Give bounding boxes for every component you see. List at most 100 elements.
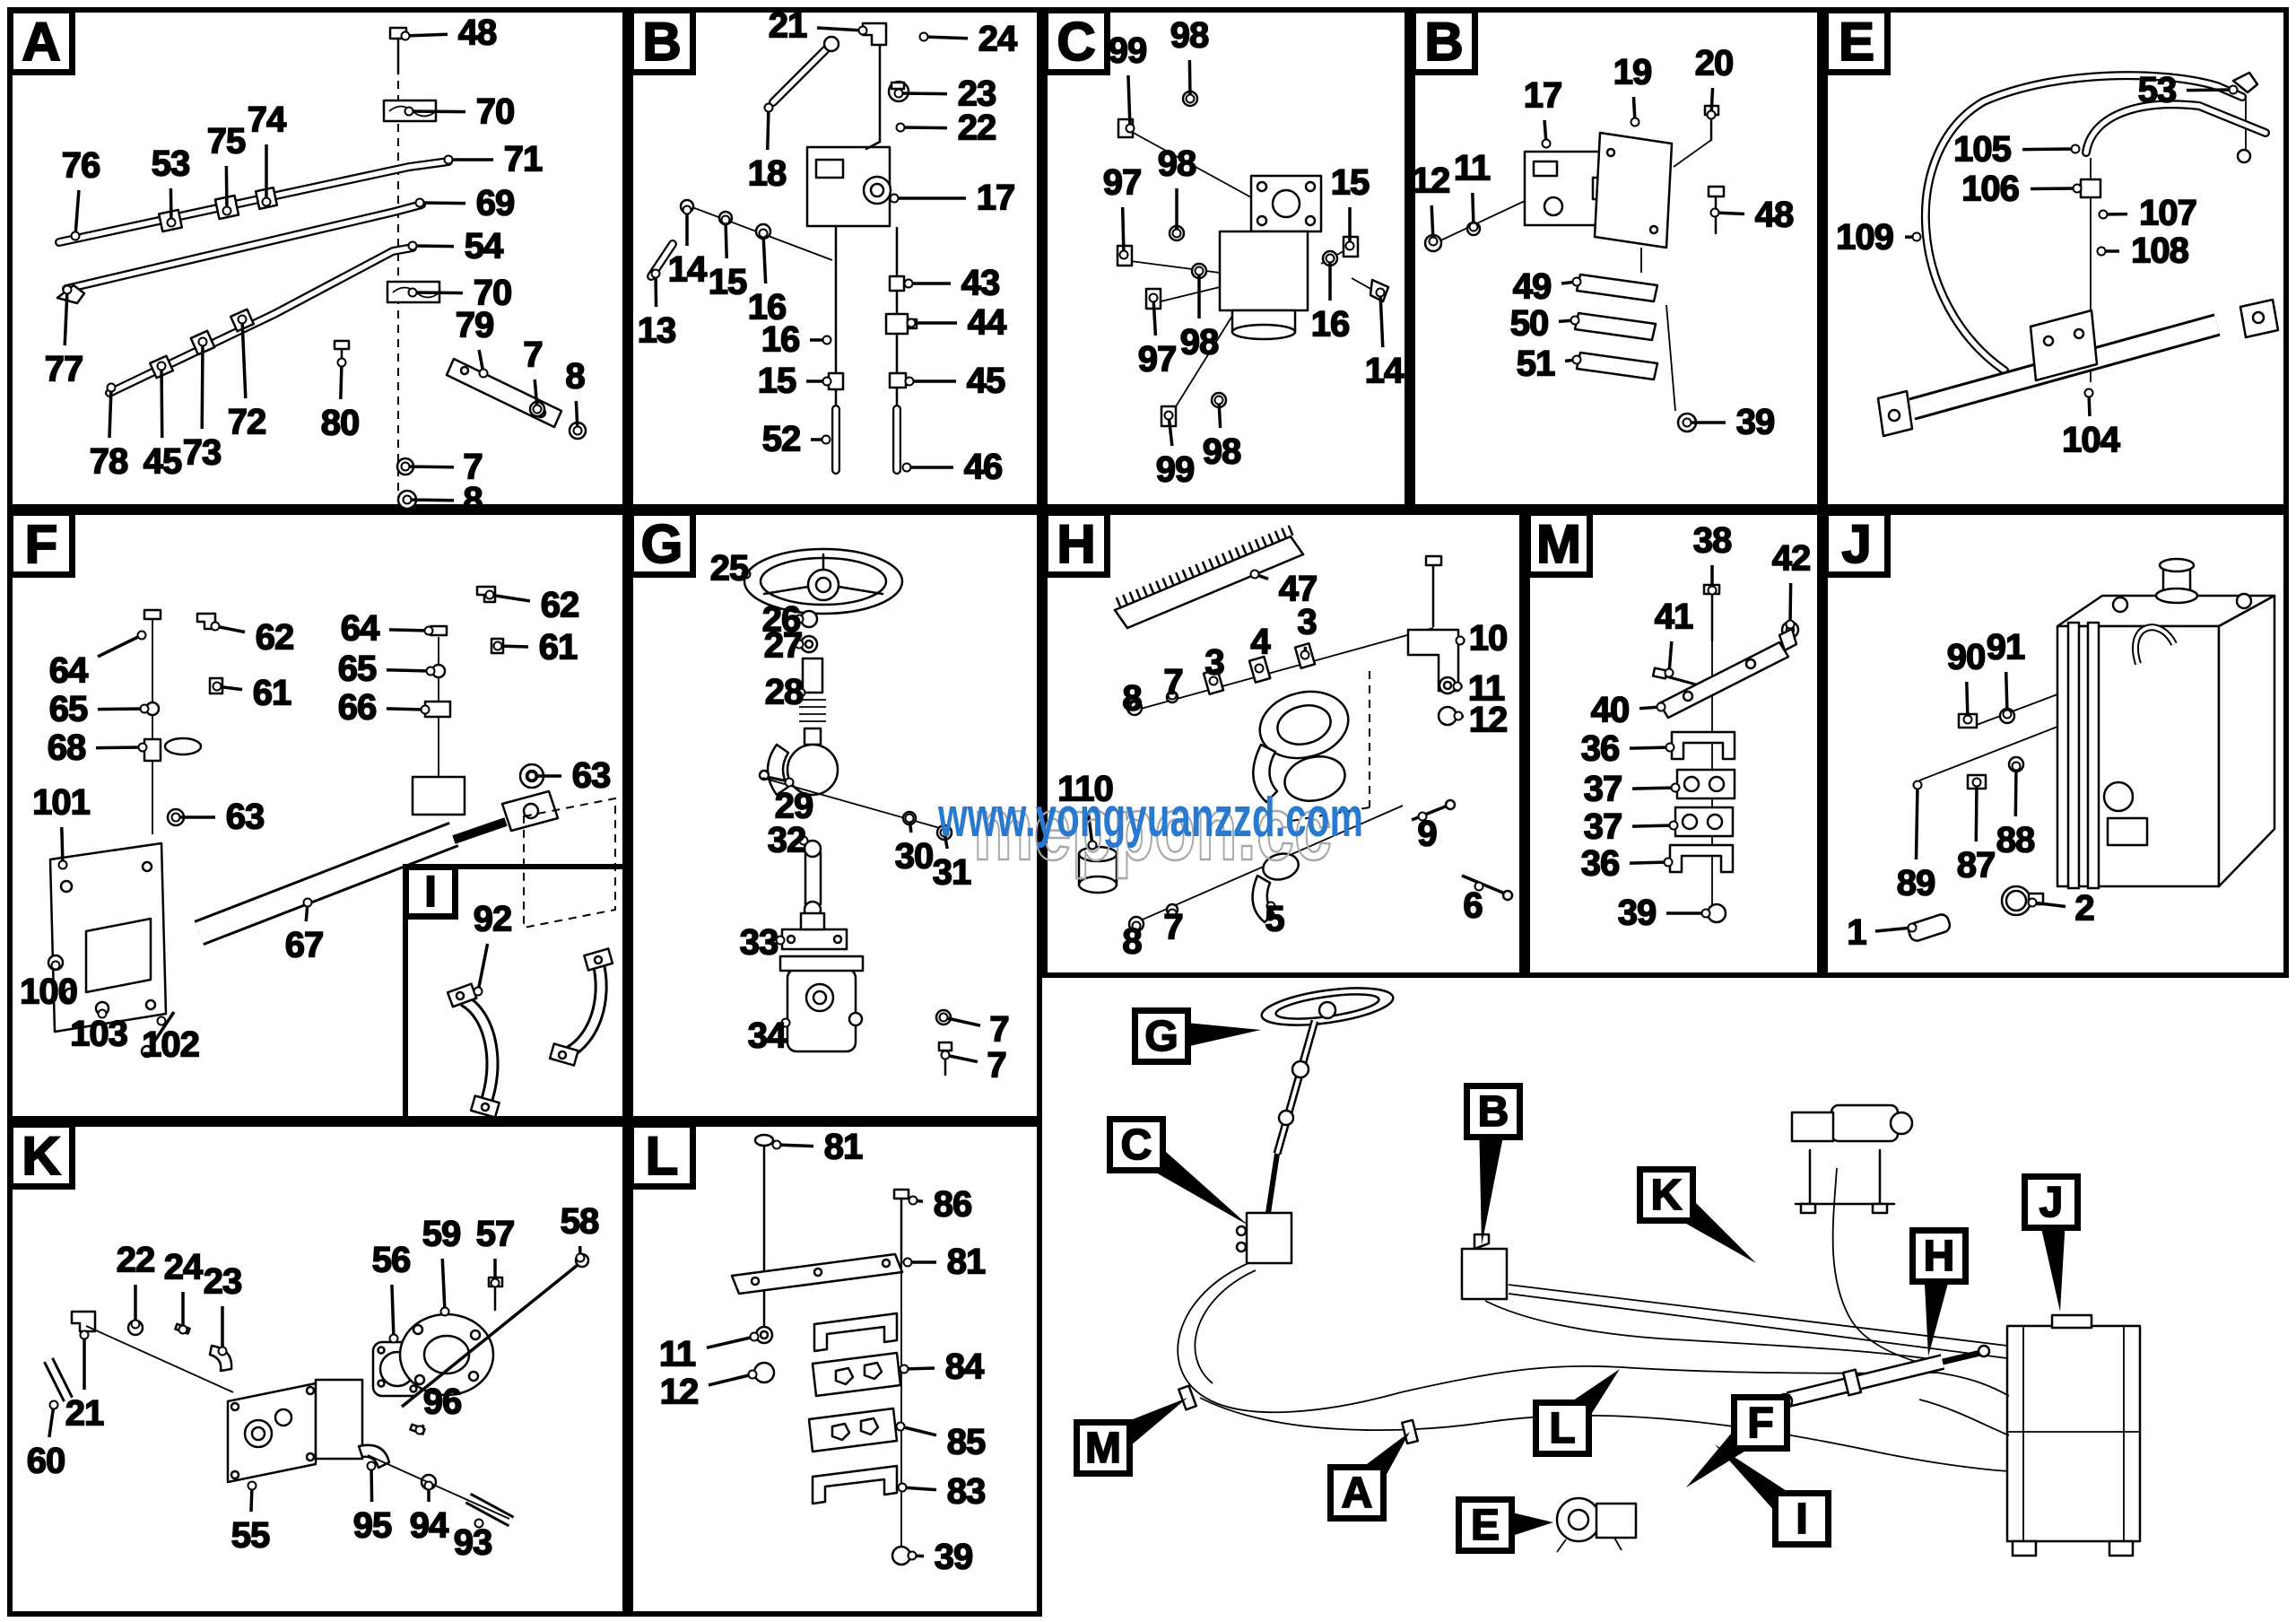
part-marker xyxy=(1171,228,1182,239)
part-label-48: 48 xyxy=(457,13,498,54)
panel-A-letter: A xyxy=(7,7,75,75)
leader-line xyxy=(903,1366,935,1371)
leader-line xyxy=(1631,786,1676,790)
part-label-3: 3 xyxy=(1297,602,1318,643)
overview-callout-G: G xyxy=(1132,1007,1191,1065)
part-marker xyxy=(137,742,148,753)
leader-line xyxy=(1086,813,1094,846)
part-label-40: 40 xyxy=(1590,690,1631,731)
overview-callout-K: K xyxy=(1637,1166,1696,1224)
part-label-18: 18 xyxy=(747,153,787,195)
part-label-27: 27 xyxy=(763,625,804,667)
part-marker xyxy=(939,827,950,838)
part-label-22: 22 xyxy=(116,1240,156,1281)
part-label-30: 30 xyxy=(894,836,935,877)
part-marker xyxy=(1468,222,1479,232)
leader-line xyxy=(1629,746,1671,750)
part-label-70: 70 xyxy=(475,92,516,133)
part-marker xyxy=(50,960,61,971)
part-label-56: 56 xyxy=(371,1240,412,1281)
part-label-98: 98 xyxy=(1170,15,1210,57)
part-label-98: 98 xyxy=(1179,322,1220,363)
part-label-44: 44 xyxy=(967,302,1007,344)
part-label-45: 45 xyxy=(966,361,1006,402)
part-marker xyxy=(1785,619,1796,630)
panel-B2-letter: B xyxy=(1410,7,1478,75)
part-marker xyxy=(784,777,795,788)
part-marker xyxy=(1453,711,1464,721)
part-marker xyxy=(2002,709,2013,719)
part-label-20: 20 xyxy=(1694,43,1735,84)
leader-line xyxy=(923,35,969,40)
part-marker xyxy=(1300,650,1310,660)
part-marker xyxy=(484,589,495,600)
leader-line xyxy=(1471,192,1475,228)
part-label-12: 12 xyxy=(1468,700,1509,741)
leader-line xyxy=(2030,187,2078,191)
part-marker xyxy=(1907,922,1918,933)
leader-line xyxy=(386,707,426,711)
leader-line xyxy=(214,624,246,634)
panel-j-art xyxy=(1907,557,2276,942)
part-label-14: 14 xyxy=(1364,351,1405,392)
part-marker xyxy=(821,434,831,445)
part-marker xyxy=(62,284,73,295)
part-marker xyxy=(490,1278,500,1288)
part-marker xyxy=(425,666,436,676)
part-label-16: 16 xyxy=(761,319,801,361)
part-label-17: 17 xyxy=(976,178,1016,219)
part-label-24: 24 xyxy=(163,1247,204,1288)
part-marker xyxy=(1254,663,1265,674)
leader-line xyxy=(108,387,113,439)
part-marker xyxy=(366,1461,377,1471)
callout-wedge xyxy=(1715,1444,1789,1511)
part-label-54: 54 xyxy=(464,226,504,267)
overview-callout-J: J xyxy=(2022,1173,2081,1231)
part-marker xyxy=(388,1333,399,1344)
part-label-57: 57 xyxy=(475,1214,516,1255)
leader-line xyxy=(386,668,431,673)
panel-E-letter: E xyxy=(1822,7,1891,75)
part-marker xyxy=(822,335,832,345)
part-label-73: 73 xyxy=(182,432,222,474)
panel-m-art xyxy=(1651,583,1800,924)
overview-callout-H: H xyxy=(1909,1227,1969,1285)
part-marker xyxy=(130,1319,141,1330)
part-marker xyxy=(2072,183,2083,194)
leader-line xyxy=(1974,781,1979,842)
part-label-107: 107 xyxy=(2138,193,2197,234)
part-label-71: 71 xyxy=(503,139,544,180)
part-marker xyxy=(794,639,804,650)
leader-line xyxy=(574,400,579,432)
leader-line xyxy=(63,289,69,346)
leader-line xyxy=(200,341,204,430)
leader-line xyxy=(476,943,490,992)
part-label-100: 100 xyxy=(19,972,78,1013)
part-marker xyxy=(1630,117,1640,127)
part-label-3: 3 xyxy=(1205,642,1226,684)
part-marker xyxy=(763,102,774,113)
part-label-84: 84 xyxy=(944,1347,985,1388)
part-label-39: 39 xyxy=(1735,402,1776,443)
leader-line xyxy=(1914,784,1919,860)
part-marker xyxy=(48,1400,59,1410)
part-label-23: 23 xyxy=(957,74,997,115)
overview-callout-F: F xyxy=(1731,1394,1790,1452)
part-marker xyxy=(1455,635,1465,646)
part-label-98: 98 xyxy=(1157,144,1197,185)
part-marker xyxy=(57,859,68,870)
part-label-42: 42 xyxy=(1771,538,1812,580)
part-marker xyxy=(1417,811,1428,822)
part-marker xyxy=(407,287,418,298)
part-marker xyxy=(2083,388,2094,398)
leader-line xyxy=(765,107,770,151)
part-label-66: 66 xyxy=(337,687,378,728)
panel-F: F xyxy=(7,510,628,1121)
part-marker xyxy=(1325,253,1335,264)
part-marker xyxy=(682,205,692,215)
part-marker xyxy=(796,687,806,698)
leader-line xyxy=(1126,74,1132,129)
part-marker xyxy=(780,1017,791,1028)
part-label-41: 41 xyxy=(1654,597,1694,638)
